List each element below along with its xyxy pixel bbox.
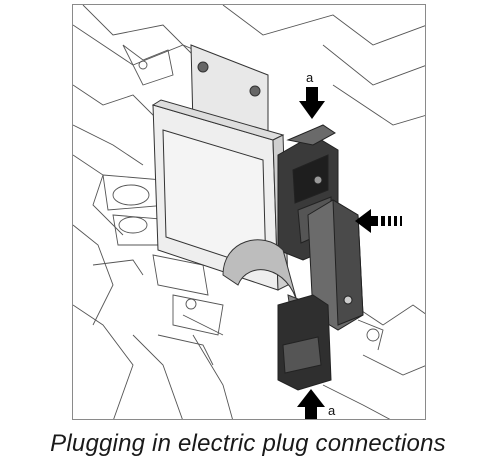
- background-engine-bay: [73, 5, 425, 419]
- callout-top: a: [306, 70, 314, 85]
- arrow-side-dashed: [355, 209, 402, 233]
- side-connector-plug: [307, 199, 364, 331]
- callout-bottom: a: [328, 403, 336, 418]
- illustration-frame: a a: [72, 4, 426, 420]
- arrow-top: [299, 87, 325, 119]
- lower-connector-plug: [277, 294, 332, 391]
- figure-caption: Plugging in electric plug connections: [50, 430, 446, 457]
- arrow-bottom: [297, 389, 325, 419]
- technical-illustration: a a: [73, 5, 425, 419]
